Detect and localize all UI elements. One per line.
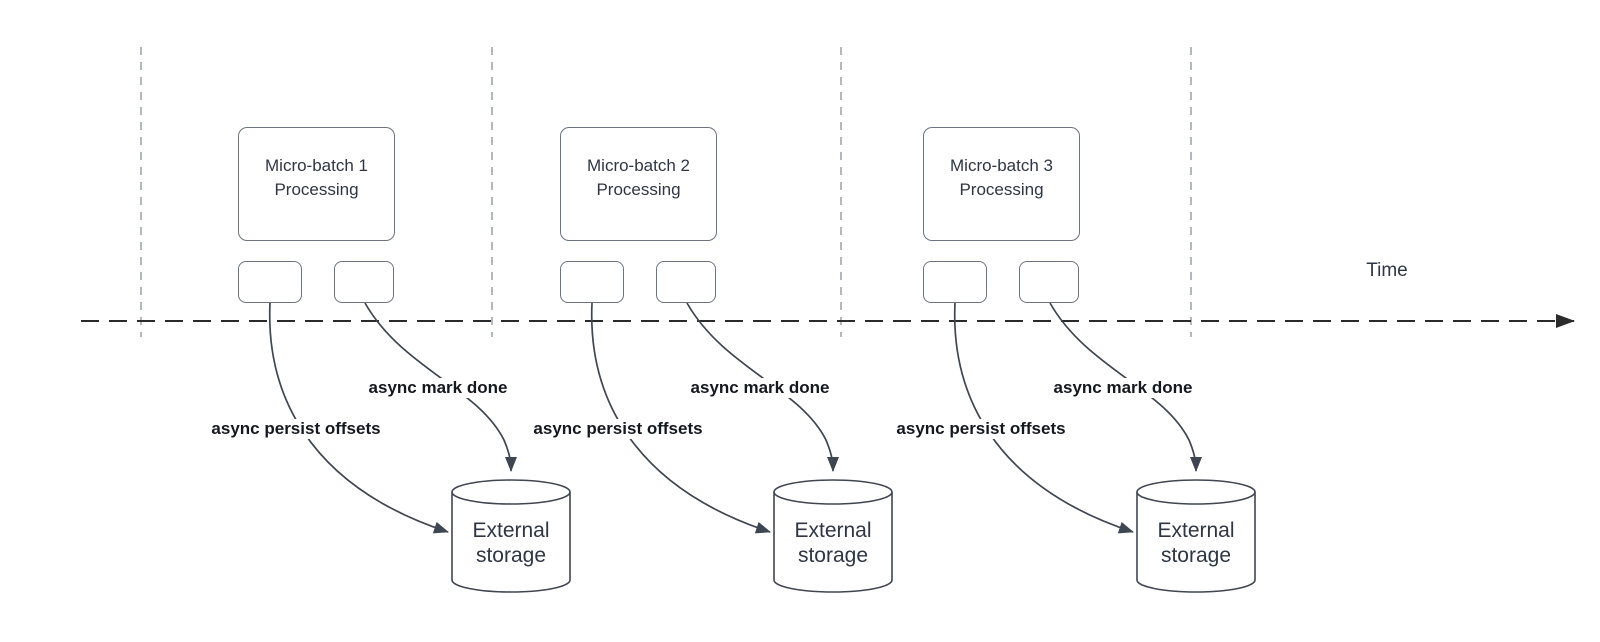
storage-label-line1: External xyxy=(794,519,872,542)
mark-done-node xyxy=(656,261,716,303)
storage-label-line2: storage xyxy=(1160,544,1232,567)
node-label-line2: Processing xyxy=(274,180,359,199)
node-label-line1: Micro-batch 3 xyxy=(950,156,1053,175)
persist-offsets-arrow xyxy=(953,302,1134,534)
persist-offsets-label: async persist offsets xyxy=(531,419,705,439)
mark-done-label: async mark done xyxy=(366,378,510,398)
persist-offsets-label: async persist offsets xyxy=(894,419,1068,439)
micro-batch-1-node: Micro-batch 1 Processing xyxy=(238,127,395,241)
persist-offsets-label: async persist offsets xyxy=(209,419,383,439)
storage-label-line2: storage xyxy=(797,544,869,567)
node-label-line2: Processing xyxy=(596,180,681,199)
connector-group-3 xyxy=(953,302,1256,593)
offset-commit-node xyxy=(560,261,624,303)
external-storage-label: External storage xyxy=(1157,518,1234,568)
persist-offsets-arrow xyxy=(268,302,449,534)
external-storage-label: External storage xyxy=(794,518,871,568)
micro-batch-2-node: Micro-batch 2 Processing xyxy=(560,127,717,241)
connector-group-1 xyxy=(268,302,571,593)
node-label-line2: Processing xyxy=(959,180,1044,199)
storage-cylinder-body xyxy=(1136,492,1256,593)
storage-label-line1: External xyxy=(1157,519,1235,542)
mark-done-label: async mark done xyxy=(688,378,832,398)
node-label-line1: Micro-batch 2 xyxy=(587,156,690,175)
persist-offsets-arrow xyxy=(590,302,771,534)
storage-cylinder-top xyxy=(773,479,893,505)
storage-label-line1: External xyxy=(472,519,550,542)
mark-done-node xyxy=(1019,261,1079,303)
storage-cylinder-body xyxy=(451,492,571,593)
mark-done-arrow xyxy=(686,302,839,472)
storage-cylinder-top xyxy=(451,479,571,505)
storage-cylinder-top xyxy=(1136,479,1256,505)
mark-done-node xyxy=(334,261,394,303)
storage-cylinder-body xyxy=(773,492,893,593)
micro-batch-3-node: Micro-batch 3 Processing xyxy=(923,127,1080,241)
mark-done-arrow xyxy=(364,302,517,472)
offset-commit-node xyxy=(238,261,302,303)
external-storage-label: External storage xyxy=(472,518,549,568)
mark-done-arrow xyxy=(1049,302,1202,472)
node-label-line1: Micro-batch 1 xyxy=(265,156,368,175)
time-axis-label: Time xyxy=(1366,260,1408,281)
offset-commit-node xyxy=(923,261,987,303)
mark-done-label: async mark done xyxy=(1051,378,1195,398)
storage-label-line2: storage xyxy=(475,544,547,567)
